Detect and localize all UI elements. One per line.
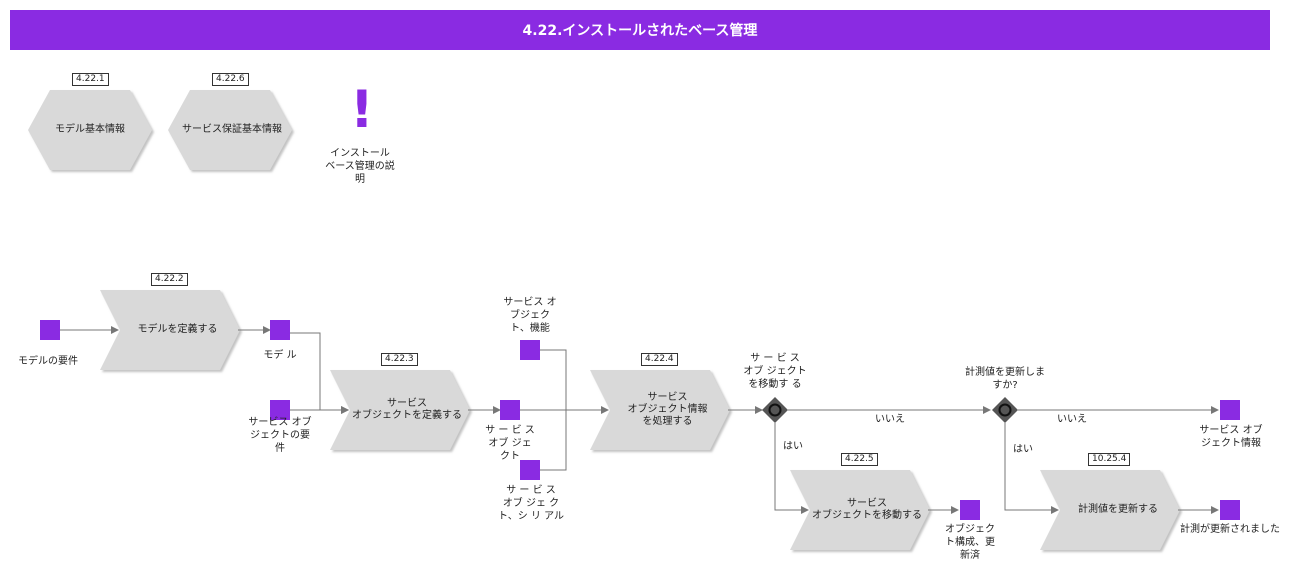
edge-label-no: いいえ: [875, 414, 905, 425]
function-id-tag: 4.22.4: [641, 353, 678, 366]
event-object-config-updated[interactable]: [960, 500, 980, 520]
page-title-text: 4.22.インストールされたベース管理: [522, 23, 758, 39]
event-model[interactable]: [270, 320, 290, 340]
function-update-measurement[interactable]: [1040, 470, 1180, 550]
event-service-object-serial[interactable]: [520, 460, 540, 480]
event-label: サービス オ ブジェク ト、機能: [503, 297, 557, 334]
function-label: モデルを定義する: [137, 324, 218, 335]
event-label: サービス オブ ジェクトの要 件: [248, 417, 312, 454]
edge-label-yes: はい: [1013, 444, 1033, 455]
exclamation-icon[interactable]: !: [350, 80, 374, 140]
ref-id-tag: 4.22.1: [72, 73, 109, 86]
edge: [1004, 423, 1059, 514]
edge: [540, 410, 567, 471]
hexagon-label: モデル基本情報: [55, 124, 125, 135]
function-define-model[interactable]: [100, 290, 240, 370]
event-label: サ ー ビ ス オブ ジェ ク ト、シ リ アル: [497, 485, 565, 522]
note-label: インストール ベース管理の説 明: [325, 148, 395, 185]
edge: [774, 423, 809, 514]
edge-label-yes: はい: [783, 441, 803, 452]
gateway-question: 計測値を更新しま すか?: [965, 367, 1045, 391]
function-process-service-object[interactable]: [590, 370, 730, 450]
event-label: モデルの要件: [18, 356, 78, 367]
hexagon-label: サービス保証基本情報: [182, 124, 282, 135]
event-service-object-info[interactable]: [1220, 400, 1240, 420]
hexagon-model-basic-info[interactable]: [28, 90, 152, 170]
event-label: サービス オブ ジェクト情報: [1199, 425, 1263, 449]
function-label: サービス オブジェクトを移動する: [812, 498, 922, 521]
edge-label-no: いいえ: [1057, 414, 1087, 425]
function-define-service-object[interactable]: [330, 370, 470, 450]
page-title: 4.22.インストールされたベース管理: [10, 10, 1270, 50]
function-id-tag: 4.22.3: [381, 353, 418, 366]
function-label: サービス オブジェクト情報 を処理する: [627, 392, 708, 427]
gateway-move-object[interactable]: [762, 397, 788, 423]
hexagon-service-warranty-info[interactable]: [168, 90, 292, 170]
gateway-update-measurement[interactable]: [992, 397, 1018, 423]
function-move-service-object[interactable]: [790, 470, 930, 550]
event-service-object[interactable]: [500, 400, 520, 420]
function-id-tag: 4.22.5: [841, 453, 878, 466]
event-service-object-requirement[interactable]: [270, 400, 290, 420]
event-measurement-updated[interactable]: [1220, 500, 1240, 520]
function-label: サービス オブジェクトを定義する: [352, 398, 462, 421]
event-model-requirement[interactable]: [40, 320, 60, 340]
function-label: 計測値を更新する: [1078, 504, 1158, 515]
gateway-question: サ ー ビ ス オブ ジェクト を移動す る: [743, 353, 807, 390]
function-id-tag: 10.25.4: [1088, 453, 1131, 466]
event-service-object-function[interactable]: [520, 340, 540, 360]
ref-id-tag: 4.22.6: [212, 73, 249, 86]
edge: [540, 349, 567, 410]
event-label: オブジェク ト構成、更 新済: [945, 524, 995, 561]
event-label: 計測が更新されました: [1180, 524, 1280, 535]
event-label: モデ ル: [263, 350, 297, 361]
event-label: サ ー ビ ス オブ ジェ クト: [485, 425, 535, 462]
function-id-tag: 4.22.2: [151, 273, 188, 286]
